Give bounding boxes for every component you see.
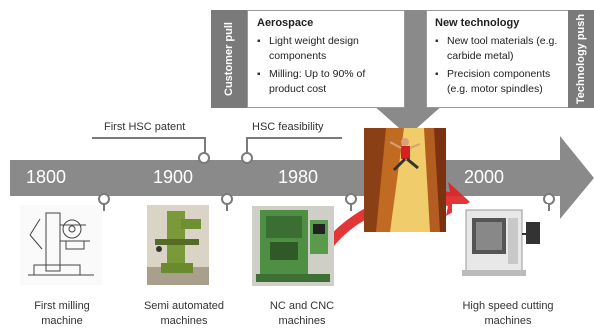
new-technology-box: New technology New tool materials (e.g. …	[426, 10, 570, 108]
caption-semi-automated-line2: machines	[160, 315, 208, 327]
caption-high-speed-cutting-machines: High speed cutting machines	[440, 299, 576, 329]
year-2000: 2000	[464, 167, 505, 187]
aerospace-bullet-1: Light weight design components	[257, 34, 399, 64]
cnc-stem	[350, 203, 352, 211]
high-speed-cutting-machine-photo	[452, 204, 548, 284]
caption-nc-cnc-line1: NC and CNC	[269, 300, 335, 312]
semi-automated-stem	[226, 203, 228, 211]
technology-push-sidebar: Technology push	[568, 10, 594, 108]
climber-photo	[364, 128, 446, 232]
customer-pull-label: Customer pull	[223, 22, 235, 96]
nc-cnc-machine-photo	[252, 206, 334, 286]
aerospace-title: Aerospace	[257, 17, 314, 29]
hsc-patent-connector	[92, 137, 206, 139]
caption-hsc-line1: High speed cutting	[462, 300, 554, 312]
caption-nc-cnc-machines: NC and CNC machines	[254, 299, 350, 329]
hsc-feasibility-connector	[246, 137, 342, 139]
caption-first-milling-line1: First milling	[34, 300, 90, 312]
caption-first-milling-line2: machine	[41, 315, 83, 327]
year-1800: 1800	[26, 167, 67, 187]
technology-push-label: Technology push	[575, 13, 587, 105]
new-technology-bullet-1: New tool materials (e.g. carbide metal)	[435, 34, 565, 64]
aerospace-bullet-2: Milling: Up to 90% of product cost	[257, 67, 399, 97]
hsc-feasibility-label: HSC feasibility	[252, 121, 324, 133]
milling-machine-stem	[103, 203, 105, 211]
new-technology-title: New technology	[435, 17, 520, 29]
hsc-patent-stem	[204, 137, 206, 153]
aerospace-box: Aerospace Light weight design components…	[247, 10, 405, 108]
hsc-feasibility-stem	[246, 137, 248, 153]
customer-pull-sidebar: Customer pull	[211, 10, 247, 108]
timeline-arrow	[10, 136, 594, 219]
hsc-machine-stem	[548, 203, 550, 211]
caption-semi-automated-machines: Semi automated machines	[126, 299, 242, 329]
hsc-patent-marker	[198, 152, 210, 164]
semi-automated-machine-photo	[147, 205, 209, 285]
first-hsc-patent-label: First HSC patent	[104, 121, 186, 133]
first-milling-machine-drawing	[20, 205, 102, 285]
year-1980: 1980	[278, 167, 319, 187]
year-1900: 1900	[153, 167, 194, 187]
caption-hsc-line2: machines	[484, 315, 532, 327]
caption-nc-cnc-line2: machines	[278, 315, 326, 327]
caption-semi-automated-line1: Semi automated	[143, 300, 225, 312]
new-technology-bullet-2: Precision components (e.g. motor spindle…	[435, 67, 565, 97]
hsc-feasibility-marker	[241, 152, 253, 164]
caption-first-milling-machine: First milling machine	[10, 299, 114, 329]
